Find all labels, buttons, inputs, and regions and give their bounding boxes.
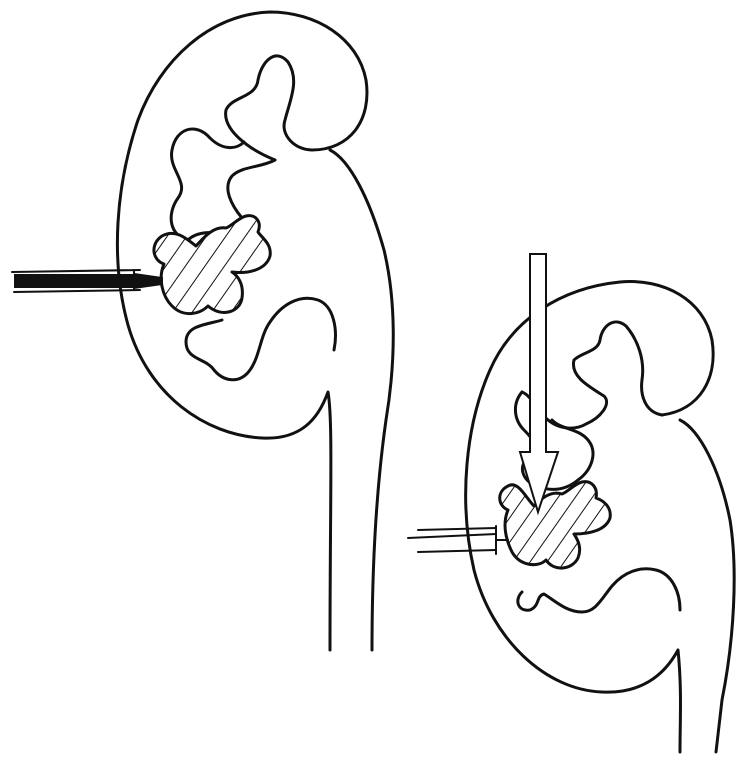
right-kidney-ureter-outline bbox=[680, 420, 734, 752]
left-kidney-ureter-outline bbox=[330, 150, 393, 650]
left-kidney-lower-calyx bbox=[186, 298, 335, 380]
right-nephroscope bbox=[408, 526, 508, 554]
right-kidney bbox=[408, 254, 734, 752]
left-kidney bbox=[12, 12, 393, 650]
left-kidney-stone bbox=[154, 216, 270, 314]
down-arrow-icon bbox=[520, 254, 558, 512]
right-kidney-stone bbox=[500, 482, 611, 568]
left-nephroscope bbox=[12, 270, 162, 292]
right-kidney-lower-calyx bbox=[518, 569, 680, 612]
left-kidney-outer-outline bbox=[117, 12, 367, 650]
